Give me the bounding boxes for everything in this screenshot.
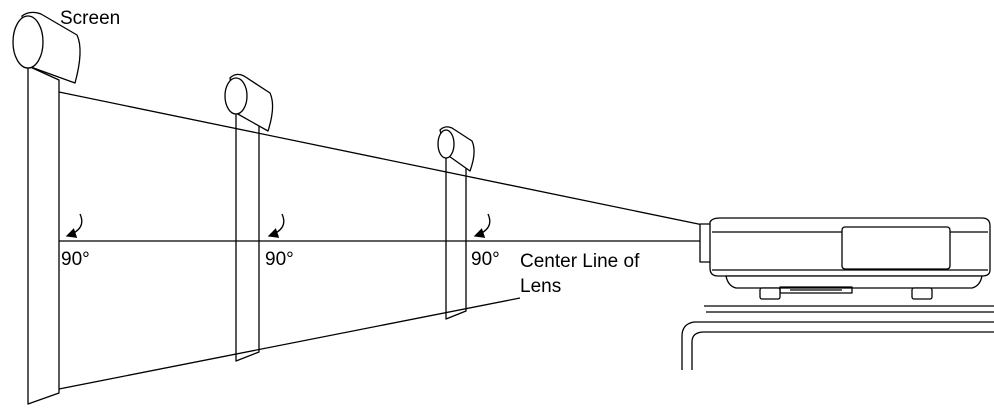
- stand-frame-outer: [681, 321, 994, 370]
- screen-1: [12, 11, 81, 405]
- angle-label-2: 90°: [265, 249, 294, 270]
- right-angle-arc-2: [267, 213, 285, 238]
- projector-stand: [681, 305, 994, 370]
- projection-line-bottom: [58, 297, 521, 390]
- projection-line-top: [58, 91, 709, 227]
- screen-3-panel: [445, 153, 467, 320]
- right-angle-arc-3: [473, 213, 491, 238]
- center-line-label-line1: Center Line of: [520, 251, 640, 272]
- projector-foot-left: [759, 287, 781, 300]
- screen-1-roll-end: [12, 15, 44, 69]
- projector: [699, 217, 991, 300]
- screen-2: [224, 73, 274, 362]
- angle-label-3: 90°: [471, 249, 500, 270]
- screen-3: [437, 126, 475, 320]
- screen-1-panel: [27, 65, 60, 405]
- stand-frame-inner: [691, 331, 994, 370]
- screen-2-panel: [235, 112, 260, 362]
- projector-base: [725, 275, 983, 289]
- angle-label-1: 90°: [61, 249, 90, 270]
- screen-label: Screen: [60, 8, 120, 29]
- center-line-label-line2: Lens: [520, 276, 561, 297]
- right-angle-arc-1: [65, 213, 83, 238]
- projector-control-panel: [841, 226, 951, 270]
- projector-foot-right: [911, 287, 933, 300]
- screen-2-roll-end: [224, 77, 248, 115]
- screen-3-roll-end: [437, 129, 455, 159]
